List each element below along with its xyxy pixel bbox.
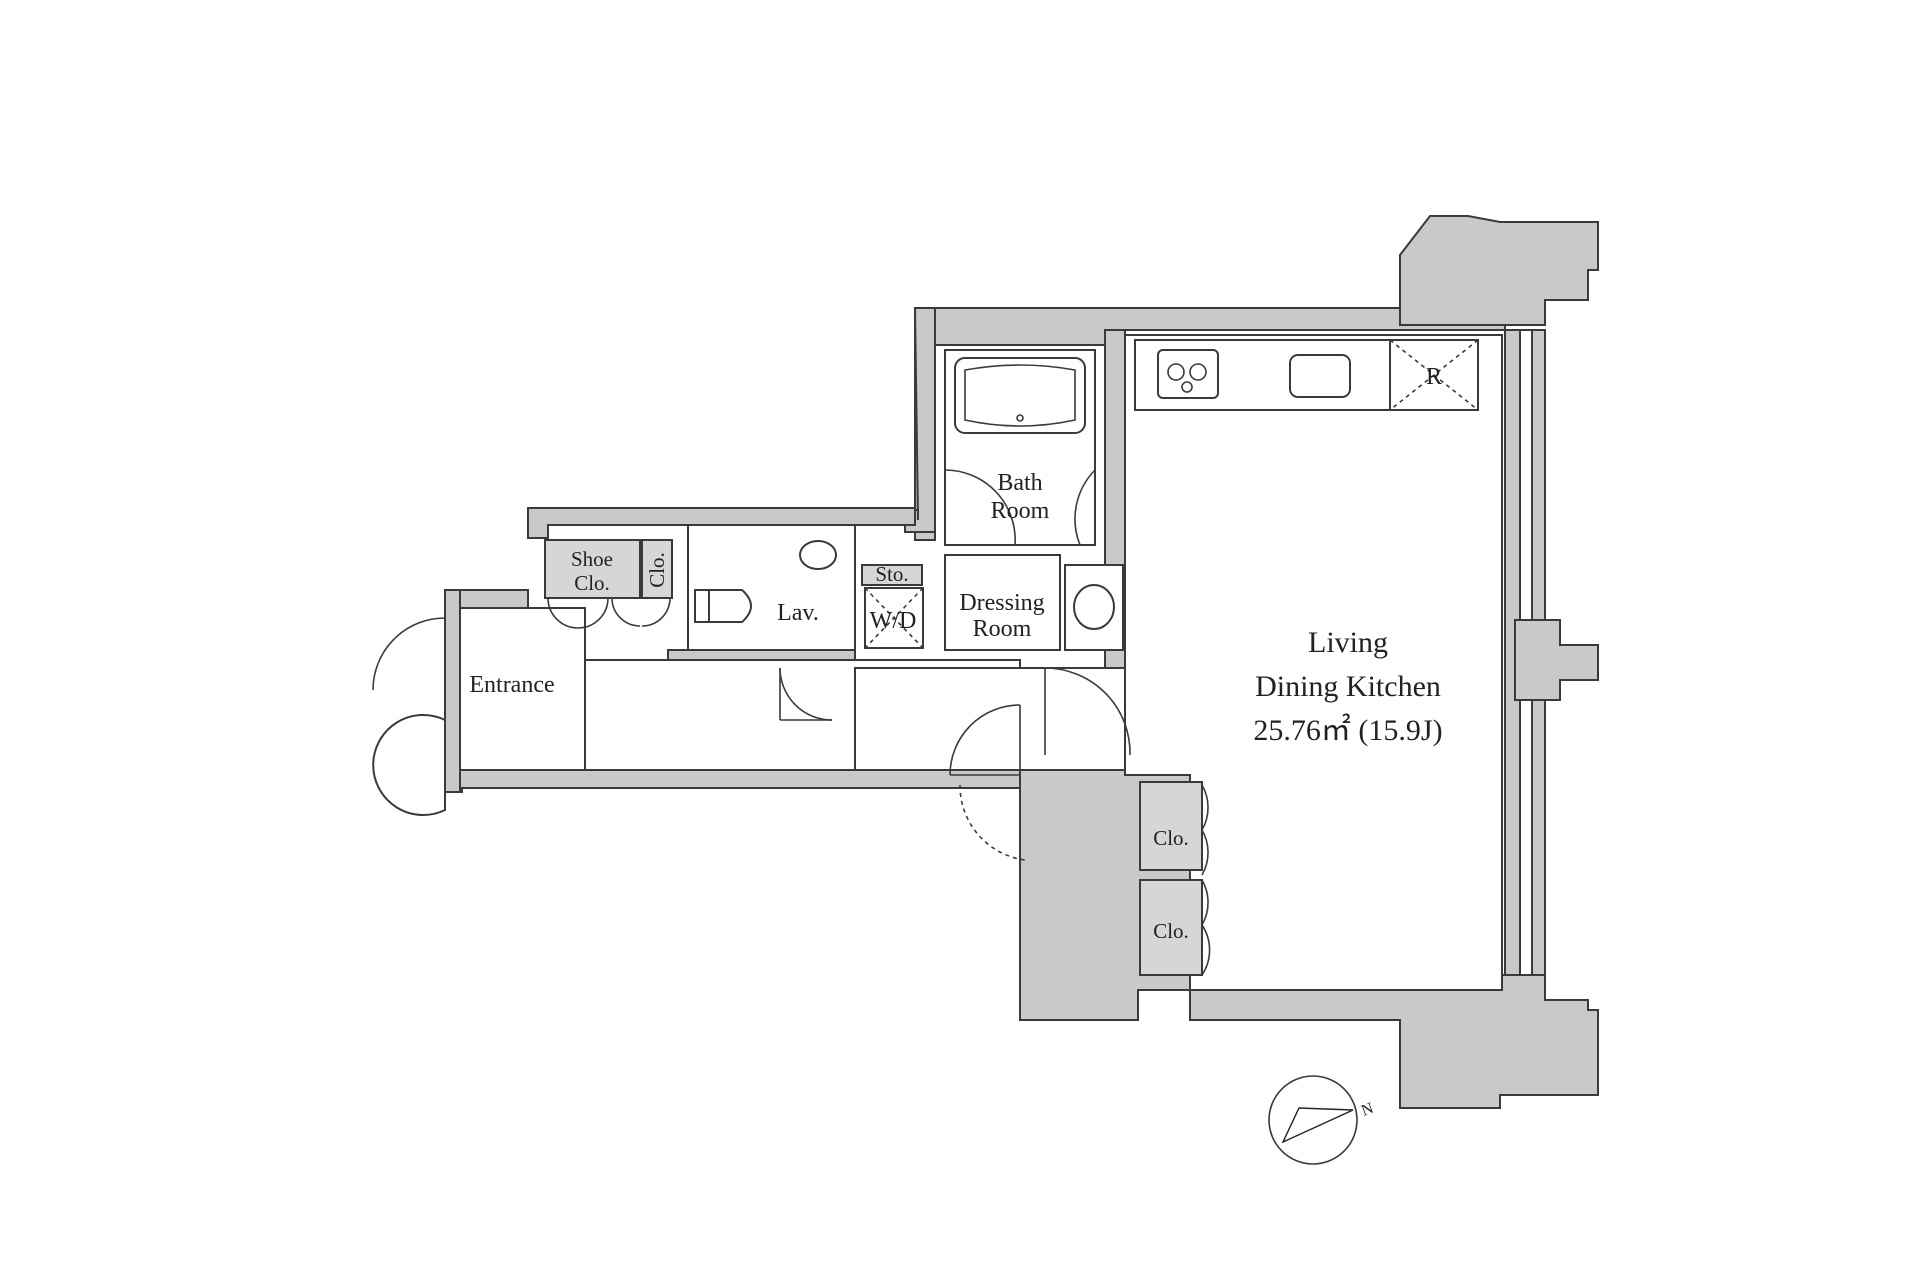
- bath-door-swing: [944, 469, 1016, 546]
- entrance-door-leaf: [372, 714, 446, 816]
- corridor-door-dash: [959, 784, 1026, 861]
- window-lower: [1519, 699, 1533, 976]
- dressing-door-swing: [1044, 667, 1131, 756]
- cooktop-icon: [1157, 349, 1219, 399]
- small-closet-label: Clo.: [645, 552, 669, 588]
- lav-door-swing: [779, 667, 833, 721]
- washer-dryer-label: W/D: [870, 608, 917, 634]
- shoe-closet-door: [547, 597, 579, 629]
- closet-lower-door: [1201, 879, 1209, 926]
- closets: [544, 539, 1203, 976]
- wall-left: [444, 589, 461, 793]
- compass-ring-icon: [1268, 1075, 1358, 1165]
- dressing-room-label-2: Room: [973, 616, 1032, 642]
- closet-upper-door: [1201, 784, 1209, 831]
- wall-bath-left: [904, 307, 936, 533]
- bathtub-inner: [964, 364, 1076, 427]
- lavatory-floor: [687, 524, 856, 651]
- closet-lower-label: Clo.: [1153, 919, 1189, 943]
- wall-corridor: [444, 769, 1021, 793]
- storage-box: [861, 564, 923, 586]
- window-upper: [1519, 329, 1533, 621]
- toilet-bowl-icon: [708, 589, 752, 623]
- entrance-label: Entrance: [469, 672, 554, 698]
- toilet-tank: [694, 589, 710, 623]
- entrance-floor: [459, 607, 586, 771]
- hallway-ext: [854, 667, 1126, 771]
- ldk-label-1: Living: [1308, 626, 1388, 659]
- storage-label: Sto.: [875, 562, 908, 586]
- kitchen-sink-icon: [1289, 354, 1351, 398]
- rooms: [459, 334, 1503, 991]
- bathtub: [954, 357, 1086, 434]
- compass: N: [1268, 1075, 1376, 1165]
- shoe-closet-label-1: Shoe: [571, 547, 613, 571]
- doors: [372, 469, 1211, 976]
- fixtures: [694, 329, 1533, 976]
- ldk-label-2: Dining Kitchen: [1255, 670, 1441, 703]
- closet-upper-label: Clo.: [1153, 826, 1189, 850]
- wall-upper-left: [527, 507, 916, 539]
- compass-north-label: N: [1359, 1100, 1376, 1120]
- corridor-door-swing: [949, 704, 1021, 776]
- lav-sink: [799, 540, 837, 570]
- refrigerator-label: R: [1426, 364, 1442, 390]
- wall-tower-top: [1399, 215, 1599, 326]
- lavatory-label: Lav.: [777, 600, 819, 626]
- entrance-door-swing: [372, 617, 446, 691]
- dressing-floor: [944, 554, 1061, 651]
- wall-tower-bottom: [1189, 974, 1599, 1109]
- shoe-closet-label-2: Clo.: [574, 571, 610, 595]
- closet-lower-box: [1139, 879, 1203, 976]
- dressing-room-label-1: Dressing: [959, 590, 1044, 616]
- shoe-closet: [544, 539, 641, 599]
- dressing-sink-icon: [1073, 584, 1115, 630]
- ldk-area-label: 25.76㎡ (15.9J): [1253, 714, 1442, 747]
- bath-room-label-1: Bath: [997, 470, 1042, 496]
- wall-pilaster: [1514, 619, 1599, 701]
- closet-upper-box: [1139, 781, 1203, 871]
- small-closet: [641, 539, 673, 599]
- bathtub-drain-icon: [1016, 414, 1024, 422]
- bath-room-label-2: Room: [991, 498, 1050, 524]
- labels: Entrance Shoe Clo. Clo. Lav. Sto. W/D Dr…: [469, 364, 1442, 943]
